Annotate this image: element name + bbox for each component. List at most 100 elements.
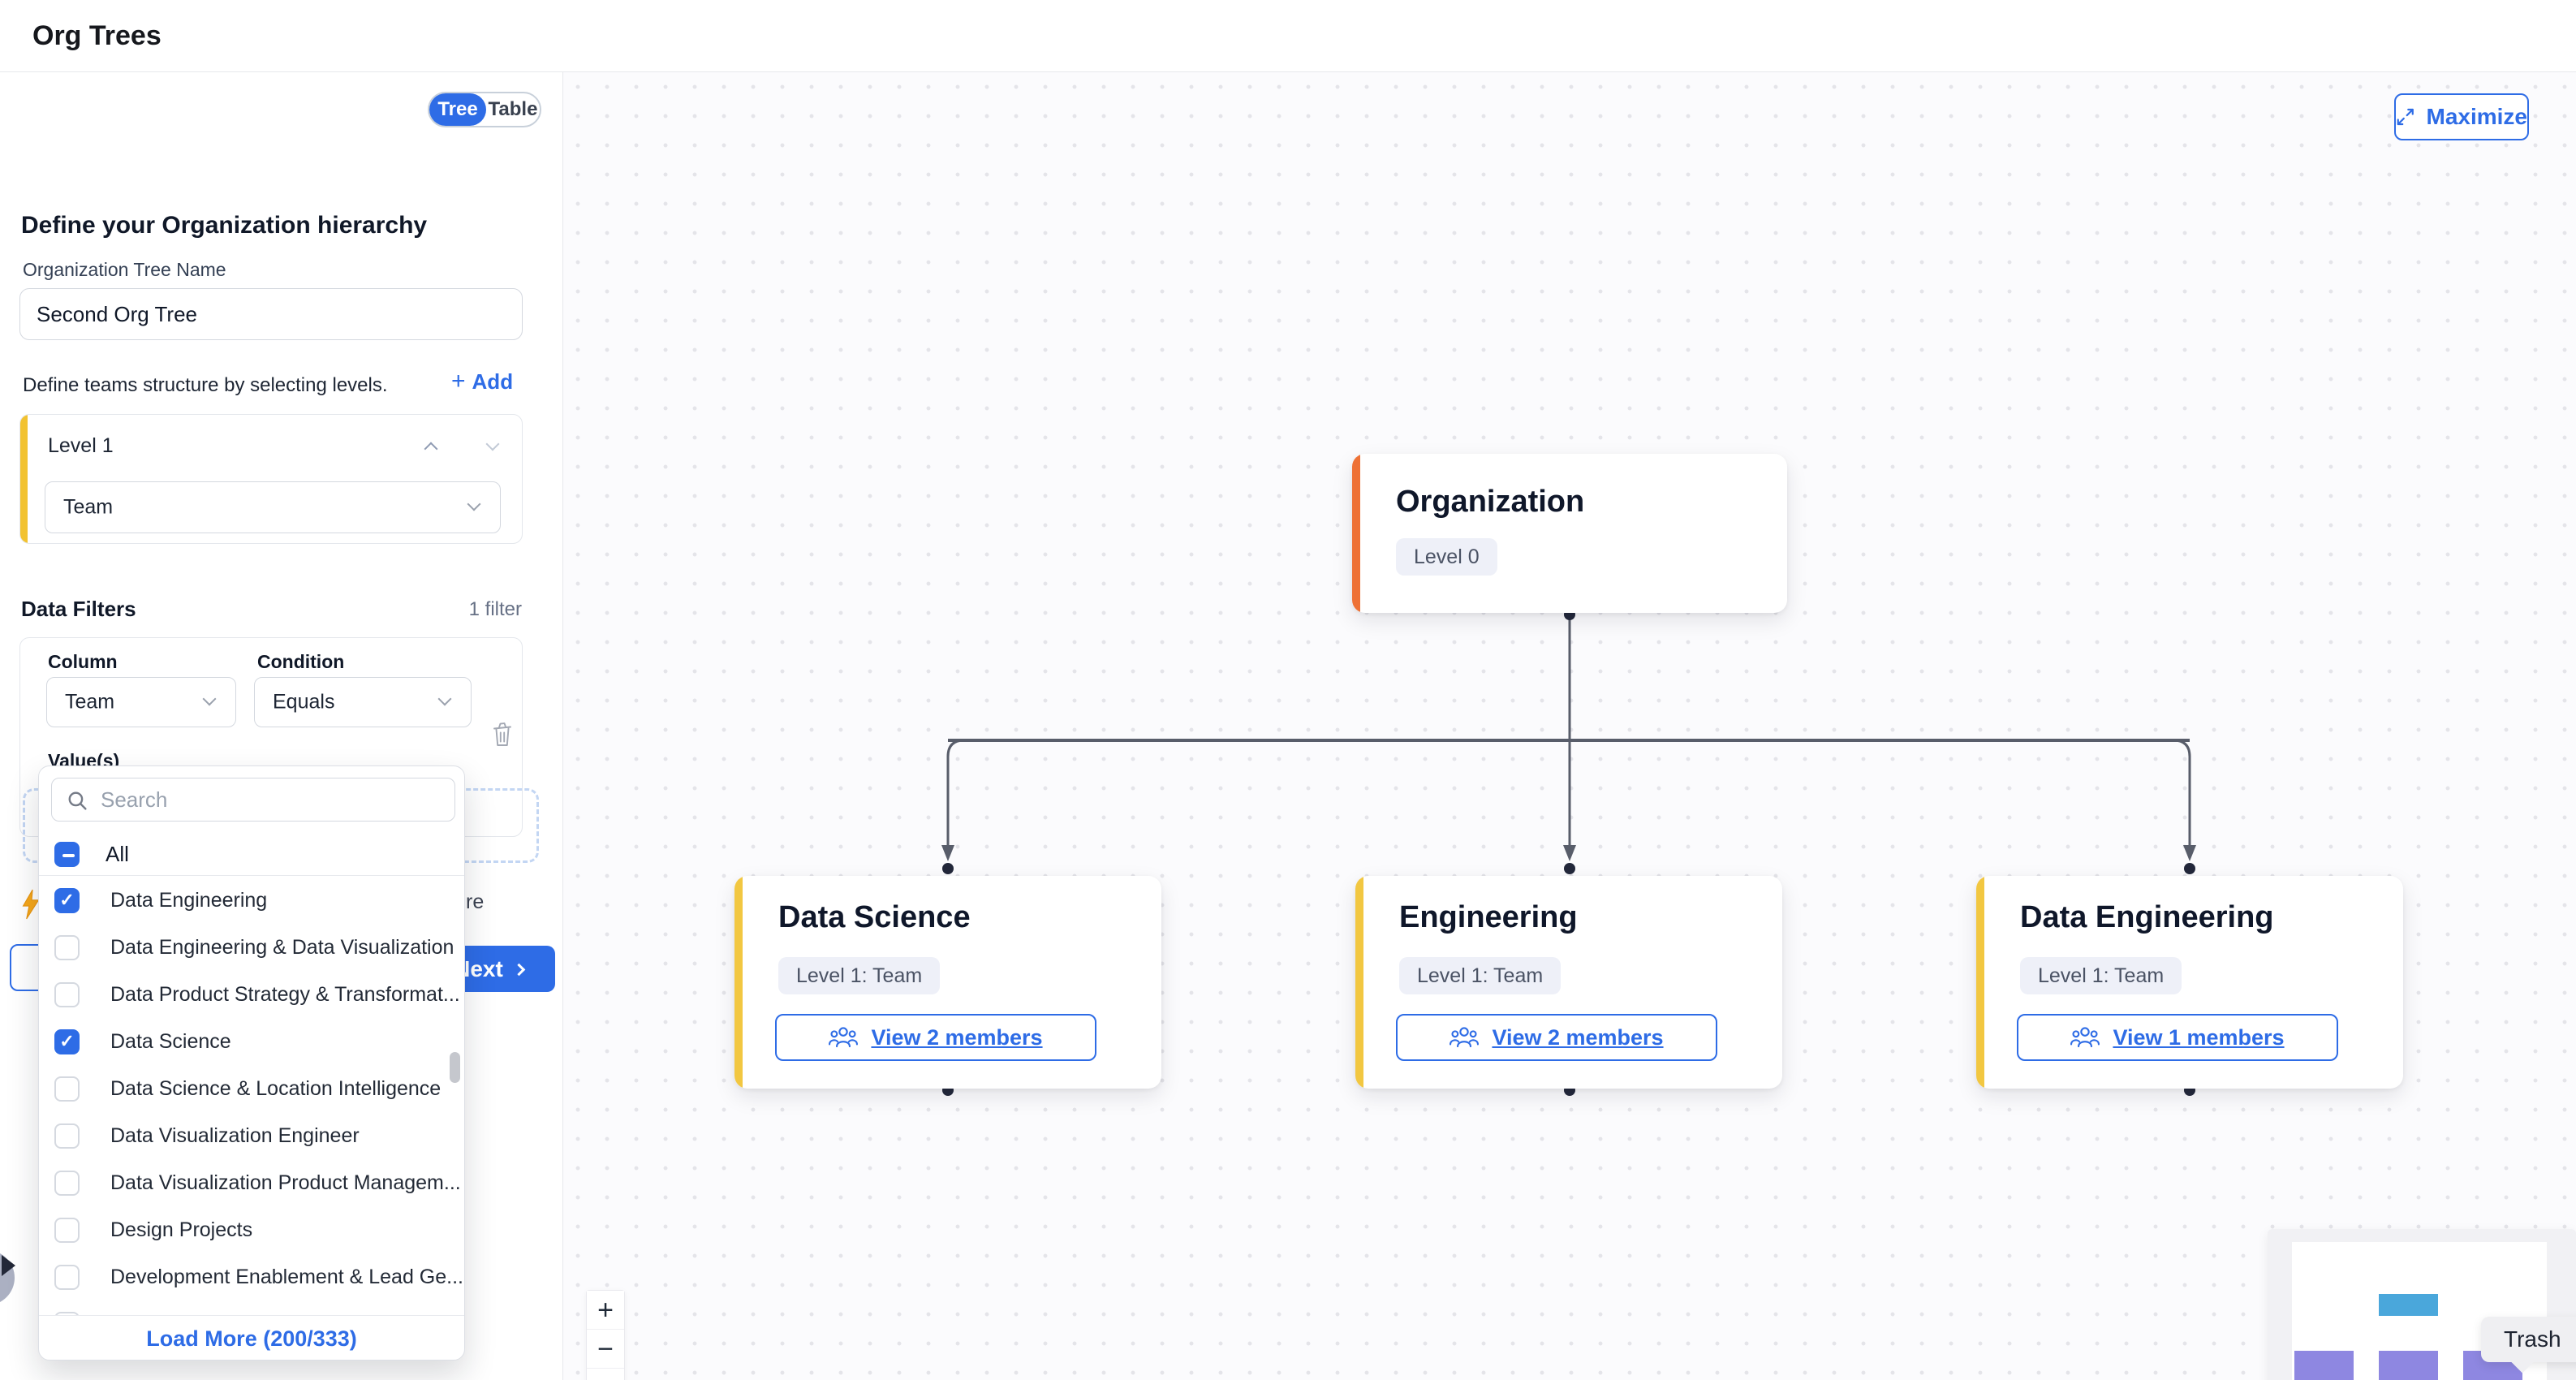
dropdown-option-row[interactable]: Development & Portfolio Strat... — [39, 1300, 464, 1315]
add-level-button[interactable]: +Add — [451, 368, 514, 395]
fit-view-button[interactable] — [587, 1369, 624, 1380]
trash-tooltip: Trash — [2481, 1317, 2576, 1374]
dropdown-option-row[interactable]: Design Projects — [39, 1206, 464, 1253]
condition-select[interactable]: Equals — [254, 677, 472, 727]
move-up-icon[interactable] — [424, 442, 438, 456]
dropdown-option-row[interactable]: Data Visualization Engineer — [39, 1112, 464, 1159]
org-edges — [941, 609, 2196, 1096]
option-checkbox[interactable] — [54, 1029, 80, 1054]
data-filters-heading: Data Filters — [21, 597, 136, 621]
panel-heading: Define your Organization hierarchy — [21, 212, 428, 239]
toggle-tree-option[interactable]: Tree — [429, 93, 486, 126]
option-checkbox[interactable] — [54, 887, 80, 913]
chevron-down-icon — [467, 497, 481, 511]
option-label: Data Science — [110, 1029, 231, 1053]
plus-icon: + — [451, 368, 466, 395]
option-checkbox[interactable] — [54, 1076, 80, 1102]
level-title: Level 1 — [48, 434, 114, 457]
option-label: Design Projects — [110, 1218, 253, 1241]
filter-count-badge: 1 filter — [468, 598, 522, 620]
org-chart-canvas[interactable]: Maximize Organization Level 0 — [563, 72, 2576, 1380]
zoom-in-button[interactable]: + — [587, 1291, 624, 1330]
dropdown-footer: Load More (200/333) — [39, 1315, 464, 1360]
minimap-child-node — [2379, 1351, 2438, 1380]
load-more-link[interactable]: Load More (200/333) — [146, 1326, 357, 1351]
chevron-right-icon — [512, 963, 526, 976]
dropdown-option-row[interactable]: Development Enablement & Lead Ge... — [39, 1253, 464, 1300]
node-level-badge: Level 1: Team — [1399, 957, 1562, 994]
view-members-button[interactable]: View 2 members — [775, 1014, 1096, 1061]
trash-tooltip-label: Trash — [2504, 1326, 2561, 1352]
select-all-label: All — [106, 841, 129, 866]
column-label: Column — [48, 651, 118, 672]
option-label: Data Science & Location Intelligence — [110, 1076, 442, 1100]
levels-caption: Define teams structure by selecting leve… — [23, 374, 388, 396]
lightning-icon — [22, 889, 40, 920]
option-label: Data Engineering — [110, 888, 268, 912]
dropdown-option-row[interactable]: Data Engineering — [39, 877, 464, 924]
hidden-text-fragment: re — [466, 891, 485, 913]
values-dropdown-panel: All Data Engineering Data Engineering & … — [38, 765, 465, 1361]
node-title: Data Science — [778, 900, 971, 934]
select-all-checkbox[interactable] — [54, 841, 80, 867]
members-icon — [829, 1027, 859, 1048]
option-label: Data Product Strategy & Transformat... — [110, 982, 460, 1006]
dropdown-option-row[interactable]: Data Science & Location Intelligence — [39, 1065, 464, 1112]
option-checkbox[interactable] — [54, 1217, 80, 1243]
node-title: Engineering — [1399, 900, 1578, 934]
minimap-root-node — [2379, 1294, 2438, 1316]
level-1-card: Level 1 Team — [19, 414, 523, 544]
org-node-child[interactable]: Data Engineering Level 1: Team View 1 me… — [1976, 876, 2403, 1089]
search-input[interactable] — [52, 778, 454, 821]
option-label: Development Enablement & Lead Ge... — [110, 1265, 463, 1288]
option-checkbox[interactable] — [54, 934, 80, 960]
option-label: Data Engineering & Data Visualization — [110, 935, 454, 959]
option-label: Data Visualization Product Managem... — [110, 1171, 461, 1194]
zoom-controls: + − — [586, 1290, 625, 1380]
view-members-link: View 2 members — [871, 1024, 1043, 1050]
option-checkbox[interactable] — [54, 981, 80, 1007]
org-node-child[interactable]: Data Science Level 1: Team View 2 member… — [734, 876, 1161, 1089]
level-type-select[interactable]: Team — [45, 481, 501, 533]
select-all-row[interactable]: All — [39, 833, 464, 875]
tree-name-input[interactable] — [20, 289, 522, 339]
option-list: Data Engineering Data Engineering & Data… — [39, 877, 464, 1315]
tree-name-field-wrap — [19, 288, 523, 340]
delete-filter-trash-icon[interactable] — [491, 721, 514, 748]
node-accent-bar — [1352, 454, 1360, 613]
org-node-child[interactable]: Engineering Level 1: Team View 2 members — [1355, 876, 1782, 1089]
node-level-badge: Level 1: Team — [778, 957, 941, 994]
maximize-button[interactable]: Maximize — [2394, 93, 2529, 140]
view-toggle[interactable]: Tree Table — [428, 92, 541, 127]
dropdown-option-row[interactable]: Data Engineering & Data Visualization — [39, 924, 464, 971]
search-icon — [68, 791, 87, 810]
org-node-root[interactable]: Organization Level 0 — [1352, 454, 1787, 613]
dropdown-option-row[interactable]: Data Product Strategy & Transformat... — [39, 971, 464, 1018]
column-select[interactable]: Team — [46, 677, 236, 727]
dropdown-option-row[interactable]: Data Visualization Product Managem... — [39, 1159, 464, 1206]
scrollbar-thumb[interactable] — [450, 1052, 460, 1083]
option-checkbox[interactable] — [54, 1264, 80, 1290]
minimap-child-node — [2294, 1351, 2354, 1380]
toggle-table-option[interactable]: Table — [488, 98, 538, 120]
condition-label: Condition — [257, 651, 345, 672]
option-checkbox[interactable] — [54, 1170, 80, 1196]
level-card-accent-bar — [20, 415, 28, 543]
page-title: Org Trees — [32, 20, 162, 51]
node-level-badge: Level 0 — [1396, 538, 1497, 576]
option-checkbox[interactable] — [54, 1123, 80, 1149]
zoom-out-button[interactable]: − — [587, 1330, 624, 1369]
chevron-down-icon — [202, 692, 217, 706]
node-title: Organization — [1396, 485, 1585, 519]
node-accent-bar — [734, 876, 743, 1089]
dropdown-option-row[interactable]: Data Science — [39, 1018, 464, 1065]
dropdown-search-wrap — [51, 778, 455, 822]
view-members-link: View 1 members — [2113, 1024, 2285, 1050]
view-members-button[interactable]: View 1 members — [2017, 1014, 2338, 1061]
divider — [39, 875, 464, 876]
move-down-icon[interactable] — [485, 437, 500, 451]
view-members-button[interactable]: View 2 members — [1396, 1014, 1717, 1061]
members-icon — [2070, 1027, 2100, 1048]
tree-name-label: Organization Tree Name — [23, 259, 226, 280]
